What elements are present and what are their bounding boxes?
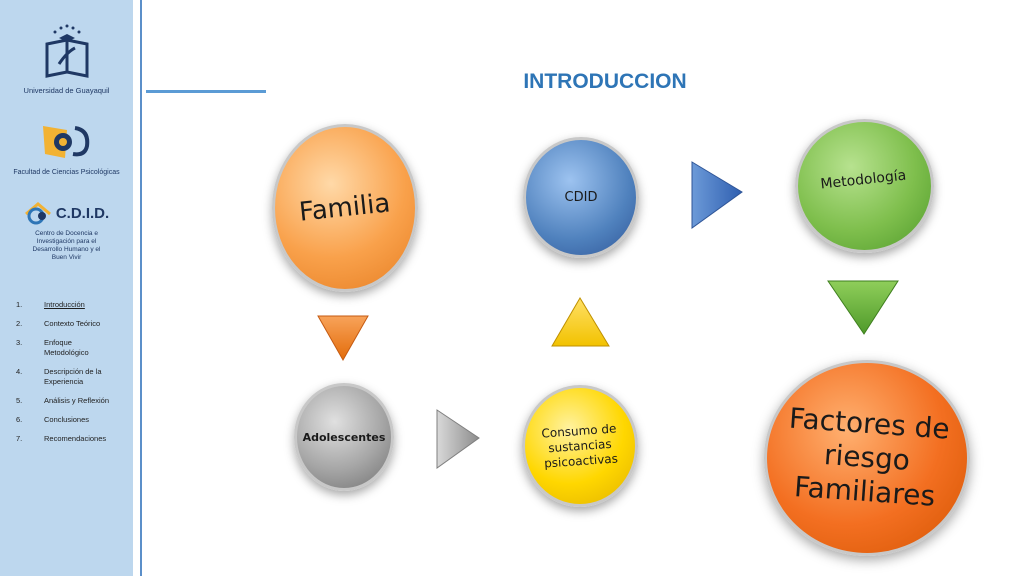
node-adolescentes-label: Adolescentes xyxy=(302,430,386,444)
nav-item-analisis-reflexion[interactable]: 5. Análisis y Reflexión xyxy=(16,396,128,406)
nav-number: 6. xyxy=(16,415,23,424)
node-consumo-label: Consumo de sustancias psicoactivas xyxy=(541,420,619,471)
node-familia: Familia xyxy=(272,124,418,292)
nav-item-enfoque-metodologico[interactable]: 3. Enfoque Metodológico xyxy=(16,338,128,358)
node-factores: Factores de riesgo Familiares xyxy=(764,360,970,556)
university-logo-icon xyxy=(45,24,88,78)
arrow-adolescentes-to-consumo xyxy=(436,409,480,469)
node-metodologia-label: Metodología xyxy=(820,167,908,193)
slide-title: INTRODUCCION xyxy=(523,70,687,93)
nav-item-contexto-teorico[interactable]: 2. Contexto Teórico xyxy=(16,319,128,329)
cdid-logo-block: C.D.I.D. Centro de Docencia e Investigac… xyxy=(0,198,133,262)
university-name: Universidad de Guayaquil xyxy=(23,86,110,95)
cdid-caption: Centro de Docencia e Investigación para … xyxy=(32,230,101,261)
arrow-consumo-to-cdid xyxy=(551,297,610,347)
sidebar xyxy=(0,0,133,576)
nav-number: 4. xyxy=(16,367,23,376)
nav-label: Enfoque Metodológico xyxy=(44,338,89,357)
node-factores-label: Factores de riesgo Familiares xyxy=(788,401,951,513)
node-cdid: CDID xyxy=(523,137,639,258)
nav-number: 5. xyxy=(16,396,23,405)
faculty-logo-block: Facultad de Ciencias Psicológicas xyxy=(0,120,133,177)
nav-number: 1. xyxy=(16,300,23,309)
nav-item-recomendaciones[interactable]: 7. Recomendaciones xyxy=(16,434,128,444)
faculty-logo-icon xyxy=(42,126,89,158)
sidebar-nav: 1. Introducción 2. Contexto Teórico 3. Enfo… xyxy=(16,300,128,453)
sidebar-divider-line xyxy=(140,0,142,576)
node-familia-label: Familia xyxy=(297,188,393,228)
nav-label: Recomendaciones xyxy=(44,434,107,443)
nav-item-descripcion-experiencia[interactable]: 4. Descripción de la Experiencia xyxy=(16,367,128,387)
node-adolescentes: Adolescentes xyxy=(294,383,394,491)
nav-item-introduccion[interactable]: 1. Introducción xyxy=(16,300,128,310)
node-cdid-label: CDID xyxy=(564,190,598,205)
arrow-cdid-to-metodologia xyxy=(691,161,743,229)
nav-number: 2. xyxy=(16,319,23,328)
arrow-metodologia-to-factores xyxy=(827,280,899,335)
sidebar-divider xyxy=(133,0,143,576)
nav-label: Descripción de la Experiencia xyxy=(44,367,102,386)
cdid-logo-text: C.D.I.D. xyxy=(55,204,110,222)
university-logo-block: Universidad de Guayaquil xyxy=(0,22,133,95)
node-metodologia: Metodología xyxy=(795,119,934,253)
title-rule xyxy=(146,90,266,93)
nav-label: Introducción xyxy=(44,300,85,309)
nav-label: Contexto Teórico xyxy=(44,319,101,328)
nav-number: 7. xyxy=(16,434,23,443)
cdid-logo-icon xyxy=(24,202,51,225)
arrow-familia-to-adolescentes xyxy=(317,315,369,362)
node-consumo: Consumo de sustancias psicoactivas xyxy=(522,385,638,507)
faculty-name: Facultad de Ciencias Psicológicas xyxy=(13,169,120,176)
nav-number: 3. xyxy=(16,338,23,347)
nav-label: Conclusiones xyxy=(44,415,90,424)
nav-item-conclusiones[interactable]: 6. Conclusiones xyxy=(16,415,128,425)
nav-label: Análisis y Reflexión xyxy=(44,396,110,405)
